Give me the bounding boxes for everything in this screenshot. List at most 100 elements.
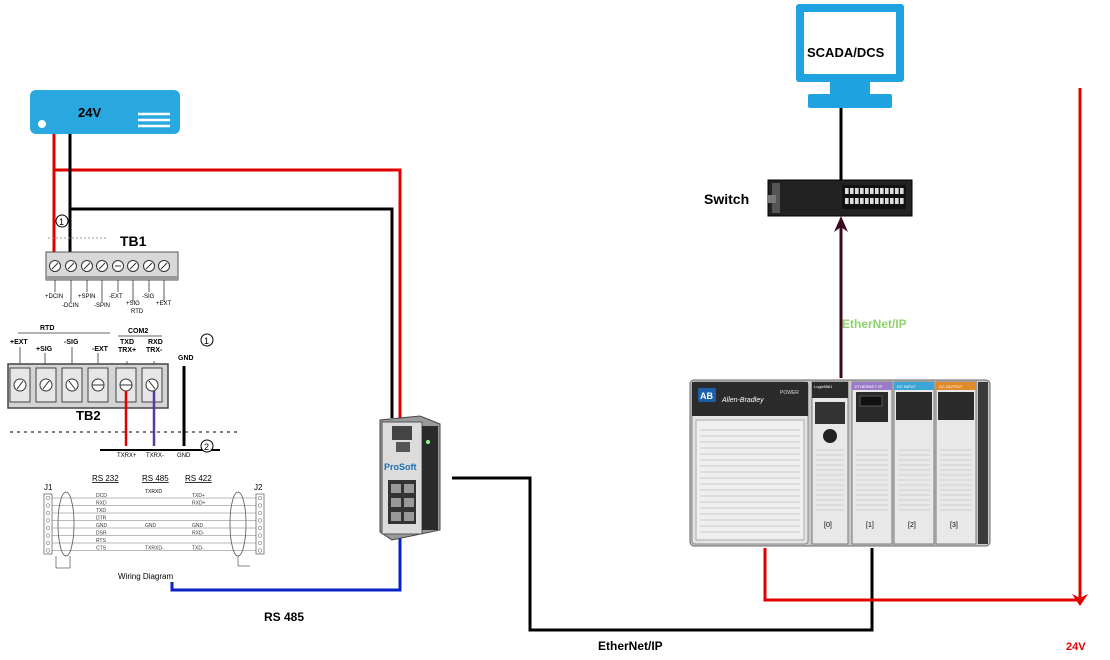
switch-port [845, 198, 849, 204]
plc-chassis: AB Allen-Bradley POWER Logix5561 [0] ETH… [689, 379, 991, 547]
switch-port [870, 198, 874, 204]
switch-port [885, 188, 889, 194]
ethernet-bottom-label: EtherNet/IP [598, 639, 663, 653]
tb1-label-rtd: RTD [131, 309, 144, 315]
scada-monitor: SCADA/DCS [796, 4, 904, 108]
tb2-group-com: COM2 [128, 328, 148, 335]
tb1-label-spin-plus: +SPIN [78, 294, 96, 300]
switch-label: Switch [704, 191, 749, 207]
wiring-cell: RXD [96, 501, 107, 507]
tb2-label-gnd: GND [178, 355, 194, 362]
wiring-pin-j2 [257, 518, 263, 523]
wiring-j1-label: J1 [44, 483, 53, 492]
wire-0v-black-to-gateway [70, 207, 394, 418]
switch-port [850, 198, 854, 204]
plc-module-label-1: ETHERNET I/P [855, 384, 883, 389]
wiring-cell: RXD+ [192, 501, 206, 507]
plc-slot-1: [1] [866, 522, 874, 529]
wire-24v-right [763, 548, 1080, 602]
plc-module-dc-output: DC OUTPUT [3] [935, 381, 977, 545]
tb2-title: TB2 [76, 408, 101, 423]
tb2-marker-bottom: 2 [204, 442, 209, 452]
plc-slot-3: [3] [950, 522, 958, 529]
plc-logo: AB [700, 391, 713, 401]
tb1-title: TB1 [120, 233, 147, 249]
wiring-header-rs485: RS 485 [142, 474, 169, 483]
tb2-label-sig-minus: -SIG [64, 339, 79, 346]
switch-port [860, 198, 864, 204]
switch-port [855, 198, 859, 204]
switch-port [850, 188, 854, 194]
plc-module-label-3: DC OUTPUT [939, 384, 963, 389]
power-supply: 24V [30, 90, 180, 134]
wire-ethernet-bottom [452, 476, 874, 632]
wiring-cell: TXRXD- [145, 546, 164, 552]
wiring-pin-j2 [257, 548, 263, 553]
switch-port [870, 188, 874, 194]
switch-port [875, 188, 879, 194]
scada-label: SCADA/DCS [807, 45, 885, 60]
switch-port [885, 198, 889, 204]
switch-port [880, 188, 884, 194]
wiring-cell: DSR [96, 531, 107, 537]
wiring-j2-label: J2 [254, 483, 263, 492]
wiring-pin-j1 [45, 510, 51, 516]
wiring-rs485-sub: TXRXD [145, 489, 162, 495]
tb1-label-dcin-minus: -DCIN [62, 303, 79, 309]
plc-module-label-0: Logix5561 [814, 384, 833, 389]
prosoft-gateway: ProSoft [379, 415, 441, 541]
tb2-wire-txrx-minus: TXRX- [146, 453, 164, 459]
wiring-pin-j1 [45, 548, 51, 553]
tb2-wire-gnd: GND [177, 453, 191, 459]
tb1-label-sig-minus: -SIG [142, 294, 155, 300]
wiring-pin-j2 [257, 525, 263, 531]
switch-port [895, 198, 899, 204]
tb2-group-rtd: RTD [40, 325, 54, 332]
switch-port [895, 188, 899, 194]
wiring-cell: RXD- [192, 531, 205, 537]
wiring-pin-j2 [257, 533, 263, 538]
wiring-pin-j1 [45, 533, 51, 538]
wiring-cell: RTS [96, 538, 107, 544]
switch-port [900, 198, 904, 204]
tb2-marker-top: 1 [204, 336, 209, 346]
tb1-label-ext-minus: -EXT [109, 294, 123, 300]
switch-port [865, 198, 869, 204]
tb1-label-ext-plus: +EXT [156, 301, 172, 307]
tb1-label-sig-plus: +SIG [126, 301, 140, 307]
arrow-up-icon [834, 216, 848, 232]
arrow-down-icon [1072, 594, 1088, 606]
plc-module-controller: Logix5561 [0] [811, 381, 849, 545]
wiring-cell: GND [145, 523, 157, 529]
wiring-cell: GND [192, 523, 204, 529]
plc-slot-0: [0] [824, 522, 832, 529]
plc-slot-2: [2] [908, 522, 916, 529]
wire-rs485-blue [170, 536, 402, 592]
switch-port [880, 198, 884, 204]
switch-port [855, 188, 859, 194]
tb1-terminal-block: TB1 1 +DCIN +SPIN -EXT -SIG -DCIN -SPIN [45, 214, 179, 315]
wiring-pin-j2 [257, 495, 263, 501]
switch-port [845, 188, 849, 194]
plc-brand: Allen-Bradley [721, 397, 764, 404]
wiring-cell: GND [96, 523, 108, 529]
switch-port [875, 198, 879, 204]
supply-24v-label: 24V [1066, 641, 1086, 653]
network-switch: Switch [704, 179, 913, 217]
wiring-pin-j1 [45, 518, 51, 523]
switch-port [890, 198, 894, 204]
wiring-cell: DCD [96, 493, 107, 499]
ethernet-top-label: EtherNet/IP [842, 317, 907, 331]
wiring-pin-j1 [45, 503, 51, 508]
tb1-marker: 1 [59, 217, 64, 227]
wiring-cell: CTS [96, 546, 107, 552]
wiring-pin-j1 [45, 540, 51, 546]
power-supply-label: 24V [78, 105, 101, 120]
tb1-label-spin-minus: -SPIN [94, 303, 110, 309]
tb2-label-ext-plus: +EXT [10, 339, 28, 346]
wire-24v-red-to-gateway [54, 168, 402, 418]
